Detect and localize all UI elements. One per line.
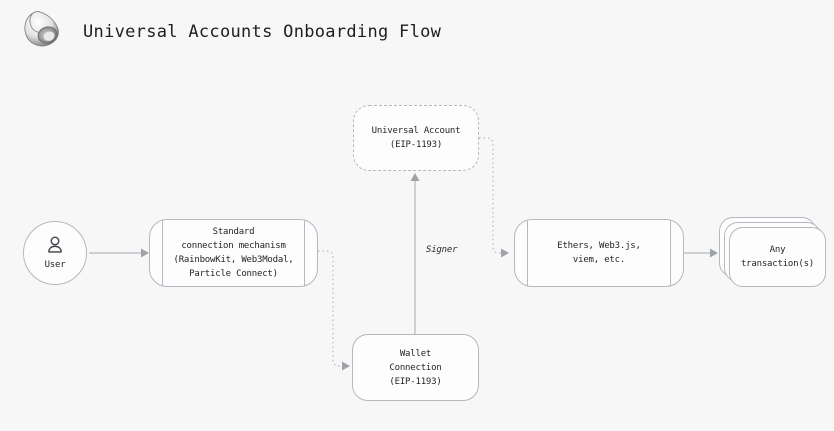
edge-label-signer: Signer xyxy=(426,245,458,255)
edge-standard-to-wallet xyxy=(318,250,350,371)
node-universal-account: Universal Account (EIP-1193) xyxy=(353,105,479,171)
node-wallet-connection: Wallet Connection (EIP-1193) xyxy=(352,334,479,401)
edge-wallet-to-universal xyxy=(410,173,420,334)
subroutine-divider-right xyxy=(670,220,671,286)
node-line: Any xyxy=(769,245,786,255)
edge-user-to-standard xyxy=(89,248,149,258)
node-line: transaction(s) xyxy=(740,259,815,269)
edge-libraries-to-transactions xyxy=(684,248,718,258)
node-user-label: User xyxy=(44,260,66,270)
node-line: Universal Account xyxy=(371,126,461,136)
shell-icon xyxy=(24,11,59,47)
node-line: Wallet xyxy=(399,348,432,359)
node-line: Standard xyxy=(212,227,255,237)
edge-universal-to-libraries xyxy=(479,137,509,258)
node-user: User xyxy=(23,221,87,285)
node-standard-connection: Standard connection mechanism (RainbowKi… xyxy=(149,219,318,287)
node-line: Connection xyxy=(389,362,442,373)
node-line: Particle Connect) xyxy=(189,269,278,279)
node-line: viem, etc. xyxy=(572,255,626,265)
node-web3-libraries: Ethers, Web3.js, viem, etc. xyxy=(514,219,684,287)
node-line: connection mechanism xyxy=(181,241,286,251)
subroutine-divider-right xyxy=(304,220,305,286)
subroutine-divider-left xyxy=(162,220,163,286)
node-line: Ethers, Web3.js, xyxy=(557,241,641,251)
subroutine-divider-left xyxy=(527,220,528,286)
node-line: (EIP-1193) xyxy=(389,140,443,150)
node-line: (RainbowKit, Web3Modal, xyxy=(173,255,294,265)
node-any-transactions: Any transaction(s) xyxy=(729,227,826,287)
page-title: Universal Accounts Onboarding Flow xyxy=(83,22,442,42)
person-icon xyxy=(48,236,62,253)
node-line: (EIP-1193) xyxy=(389,376,442,387)
